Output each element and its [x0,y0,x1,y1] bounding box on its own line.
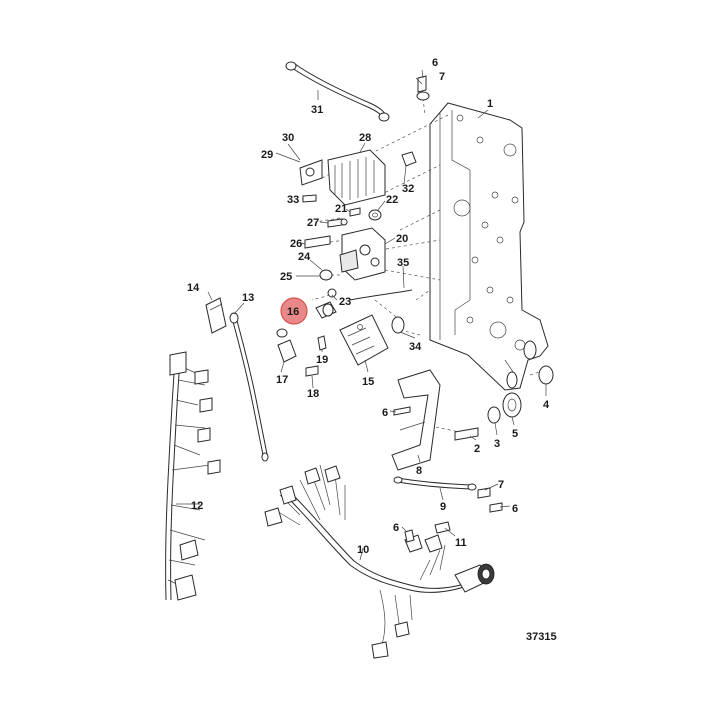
label-6-right: 6 [512,503,518,515]
label-6-bottom: 6 [393,522,399,534]
label-30: 30 [282,132,294,144]
label-8: 8 [416,465,422,477]
label-10: 10 [357,544,369,556]
label-7-right: 7 [498,479,504,491]
label-15: 15 [362,376,374,388]
label-27: 27 [307,217,319,229]
label-29: 29 [261,149,273,161]
label-4: 4 [543,399,550,411]
label-34: 34 [409,341,422,353]
screw [489,502,503,513]
washer [319,269,333,281]
part-labels: 1 2 3 4 5 6 6 6 6 7 7 8 9 10 11 12 13 14… [187,57,557,643]
label-17: 17 [276,374,288,386]
label-18: 18 [307,388,319,400]
label-6-top: 6 [432,57,438,69]
jumper-wire [349,289,413,301]
label-28: 28 [359,132,371,144]
clip [434,521,451,534]
screw [349,207,361,217]
bonding-cable [393,476,477,491]
screw [317,335,327,351]
harness-bracket [391,369,441,471]
screw [305,365,319,377]
label-33: 33 [287,194,299,206]
grommet [391,316,405,334]
screw [327,218,348,228]
label-31: 31 [311,104,323,116]
assembly-guide-lines [309,97,546,433]
harness-connector [205,297,227,334]
nut [327,288,337,298]
label-26: 26 [290,238,302,250]
mounting-plate [429,102,549,391]
ground-cable [285,61,390,122]
washer [416,91,430,101]
washer [368,209,382,221]
module-bracket [339,314,389,366]
terminal-clip [401,151,417,167]
screw [477,487,491,499]
label-21: 21 [335,203,347,215]
ground-lead [229,312,269,462]
screw [393,406,411,416]
label-1: 1 [487,98,493,110]
screw [404,529,415,543]
bolt [304,235,331,249]
main-harness [264,464,495,659]
label-7-top: 7 [439,71,445,83]
label-12: 12 [191,500,203,512]
label-6-mid: 6 [382,407,388,419]
label-11: 11 [455,537,467,549]
reference-number: 37315 [526,631,557,643]
label-14: 14 [187,282,200,294]
cable-clip [276,328,297,363]
label-25: 25 [280,271,292,283]
highlight-marker [280,297,308,325]
label-23: 23 [339,296,351,308]
label-19: 19 [316,354,328,366]
label-24: 24 [298,251,311,263]
label-9: 9 [440,501,446,513]
label-5: 5 [512,428,518,440]
label-2: 2 [474,443,480,455]
label-13: 13 [242,292,254,304]
label-35: 35 [397,257,409,269]
label-20: 20 [396,233,408,245]
label-16: 16 [287,306,299,318]
label-22: 22 [386,194,398,206]
engine-harness [165,351,221,601]
relay-assembly [339,227,386,281]
solenoid-assembly [299,149,386,206]
leader-lines [176,69,547,561]
label-32: 32 [402,183,414,195]
label-3: 3 [494,438,500,450]
screw [302,194,317,203]
fuse-holder [315,301,337,319]
